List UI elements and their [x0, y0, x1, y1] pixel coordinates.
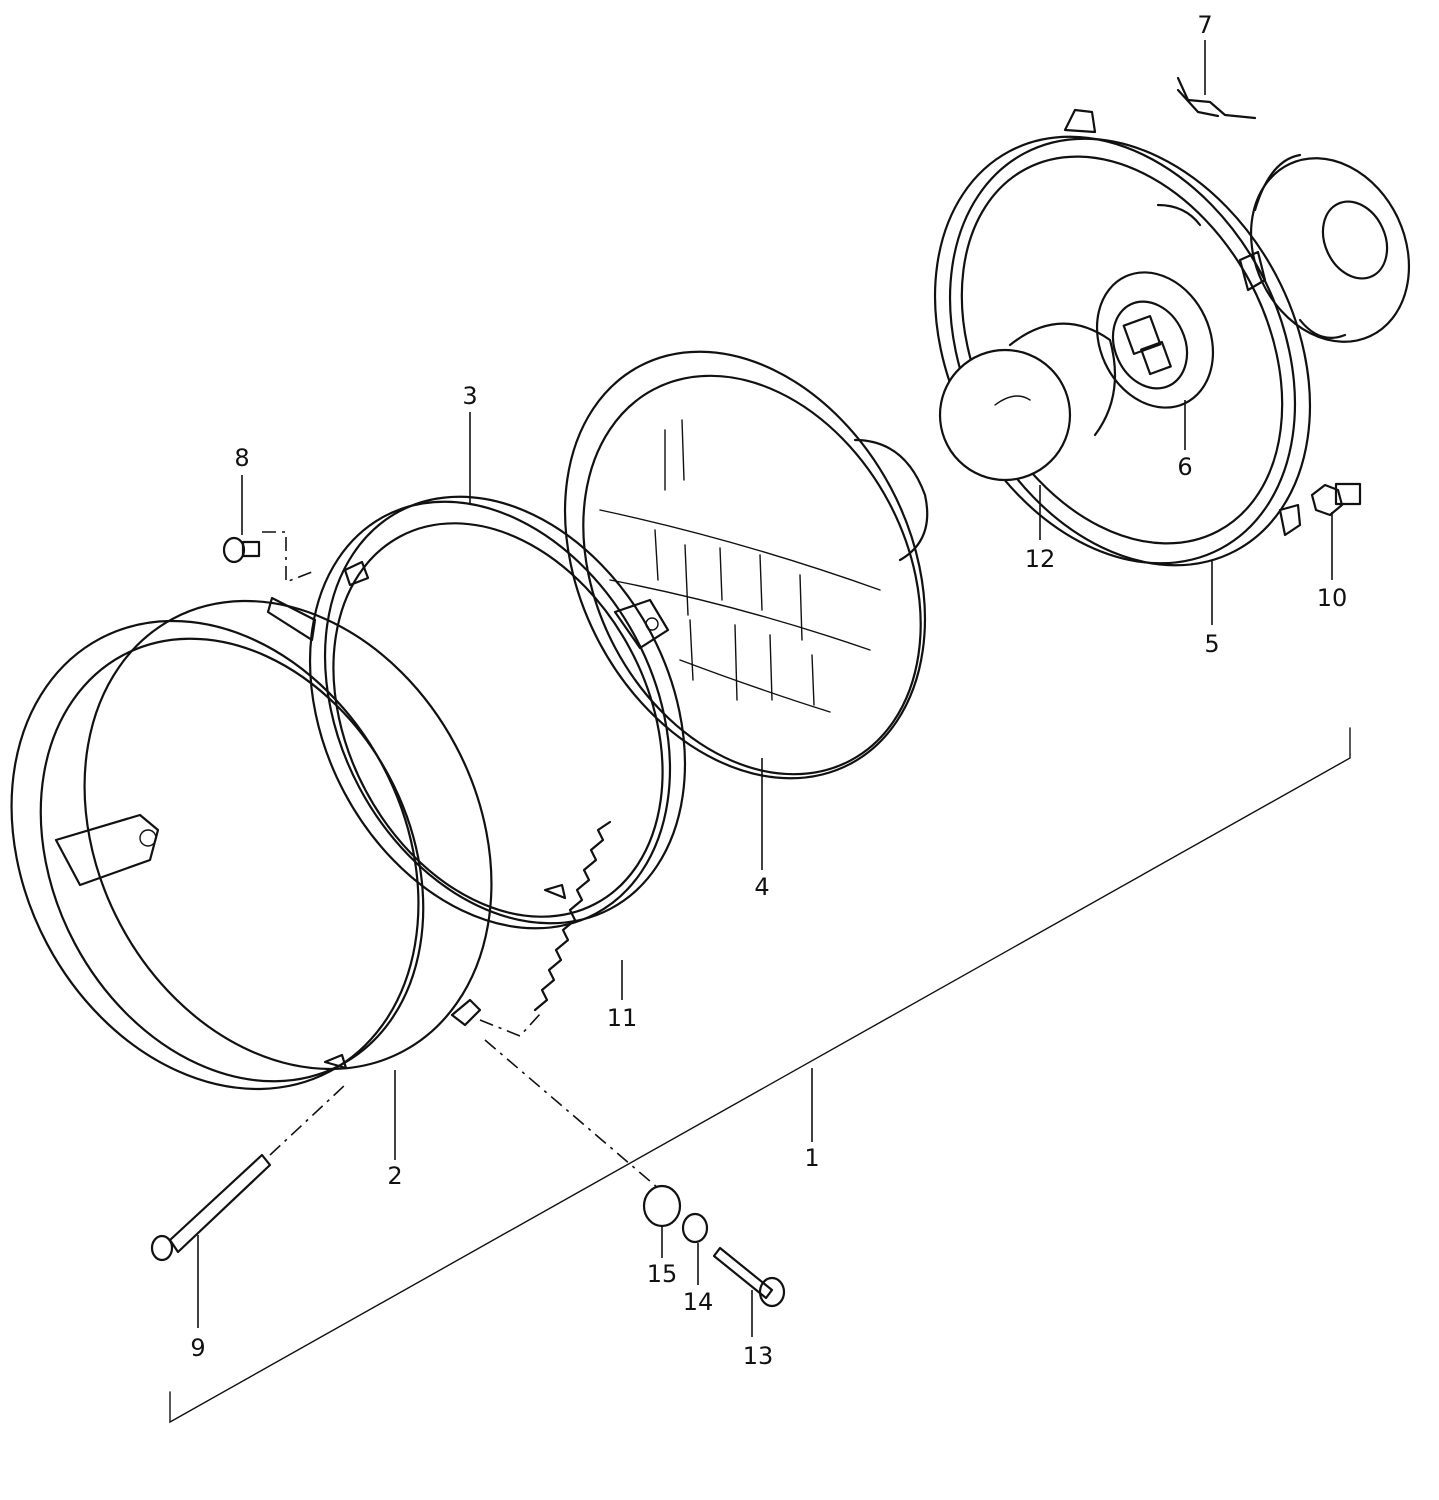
spring-part-11	[479, 820, 612, 1037]
assembly-bracket-part-1	[169, 727, 1351, 1424]
adjusting-screw-part-13	[712, 1246, 786, 1308]
long-screw-part-9	[150, 1084, 346, 1262]
callout-5: 5	[1204, 630, 1219, 658]
callout-1: 1	[804, 1144, 819, 1172]
rim-ring-part-3	[308, 495, 687, 930]
washer-part-14	[681, 1212, 709, 1244]
callout-8: 8	[234, 444, 249, 472]
screw-part-8	[222, 531, 313, 584]
callout-15: 15	[647, 1260, 678, 1288]
callout-14: 14	[683, 1288, 714, 1316]
callout-9: 9	[190, 1334, 205, 1362]
callout-7: 7	[1197, 11, 1212, 39]
callout-11: 11	[607, 1004, 638, 1032]
callout-6: 6	[1177, 453, 1192, 481]
bulb-socket-part-6	[1122, 315, 1172, 376]
callout-3: 3	[462, 382, 477, 410]
callout-labels: 1 2 3 4 5 6 7 8 9 10 11 12 13 14 15	[190, 11, 1347, 1370]
callout-4: 4	[754, 873, 769, 901]
callout-2: 2	[387, 1162, 402, 1190]
lens-part-4	[563, 350, 929, 780]
callout-10: 10	[1317, 584, 1348, 612]
dash-guide-13-15	[484, 1039, 659, 1189]
spring-clip-part-7	[1176, 76, 1257, 120]
lens-pattern-lines	[654, 419, 815, 706]
leader-lines	[197, 40, 1333, 1337]
mounting-ring-part-5	[933, 108, 1312, 567]
bulb-part-12	[938, 153, 1411, 482]
rubber-part-15	[642, 1184, 682, 1228]
nut-part-10	[1310, 482, 1362, 517]
callout-12: 12	[1025, 545, 1056, 573]
headlight-shell-part-2	[10, 596, 493, 1091]
callout-13: 13	[743, 1342, 774, 1370]
